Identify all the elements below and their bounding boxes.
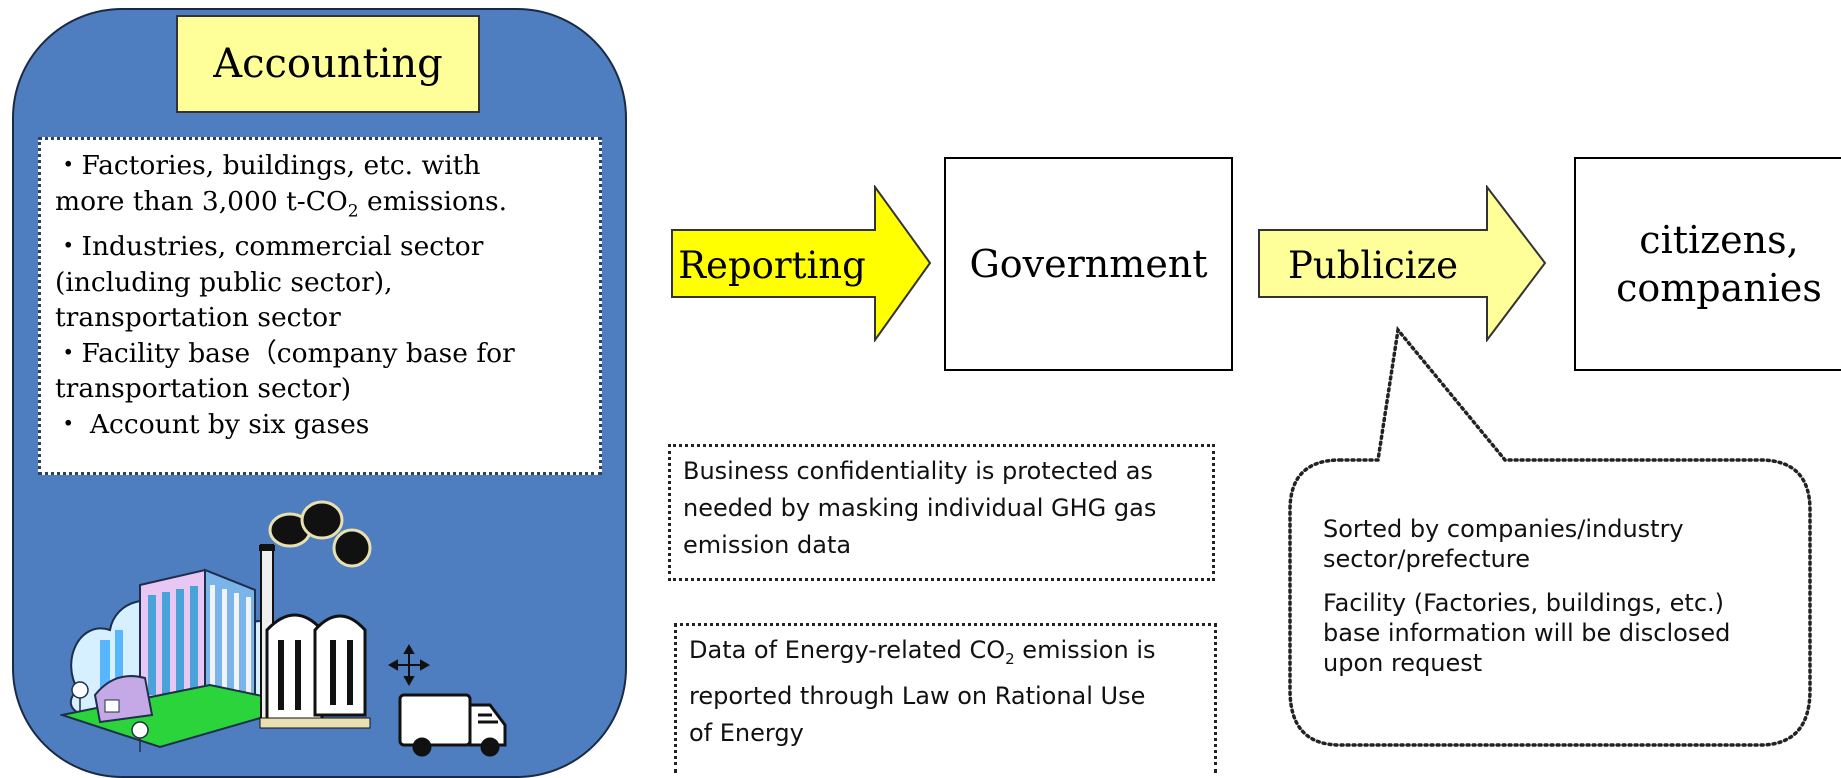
- callout-bubble: [1288, 325, 1812, 747]
- note-line: of Energy: [689, 718, 804, 747]
- callout-line: Facility (Factories, buildings, etc.): [1323, 589, 1725, 617]
- note-line: Data of Energy-related CO2 emission is: [689, 636, 1156, 668]
- note-line: reported through Law on Rational Use: [689, 681, 1146, 710]
- tree-icon: [71, 681, 149, 752]
- truck-icon: [398, 693, 507, 757]
- recipients-line-2: companies: [1616, 266, 1822, 310]
- list-item: ・ Account by six gases: [55, 408, 370, 440]
- callout-line: base information will be disclosed: [1323, 619, 1731, 647]
- callout-line: upon request: [1323, 649, 1483, 677]
- note-line: needed by masking individual GHG gas: [683, 494, 1157, 522]
- reporting-arrow: [671, 185, 932, 342]
- list-item: ・Industries, commercial sector: [55, 231, 484, 263]
- list-item: ・Factories, buildings, etc. with: [55, 150, 481, 181]
- accounting-title: Accounting: [176, 15, 480, 113]
- note-line: emission data: [683, 531, 852, 559]
- list-item: more than 3,000 t-CO2 emissions.: [55, 185, 508, 221]
- government-box: Government: [944, 157, 1233, 371]
- callout-line: sector/prefecture: [1323, 545, 1530, 573]
- confidentiality-note: Business confidentiality is protected as…: [668, 444, 1215, 581]
- recipients-box: citizens, companies: [1574, 157, 1841, 371]
- publicize-arrow: [1258, 185, 1547, 342]
- note-line: Business confidentiality is protected as: [683, 457, 1153, 485]
- callout-line: Sorted by companies/industry: [1323, 515, 1684, 543]
- list-item: ・Facility base（company base for: [55, 337, 515, 369]
- move-arrows-icon: [387, 643, 431, 687]
- list-item: (including public sector),: [55, 266, 393, 298]
- recipients-line-1: citizens,: [1639, 218, 1799, 262]
- list-item: transportation sector): [55, 373, 352, 405]
- accounting-scope-list: ・Factories, buildings, etc. with more th…: [38, 137, 602, 475]
- warehouse-icon: [93, 675, 154, 724]
- energy-law-note: Data of Energy-related CO2 emission is r…: [674, 623, 1217, 773]
- list-item: transportation sector: [55, 302, 341, 334]
- facilities-illustration: [60, 500, 507, 757]
- factory-icon: [259, 500, 372, 729]
